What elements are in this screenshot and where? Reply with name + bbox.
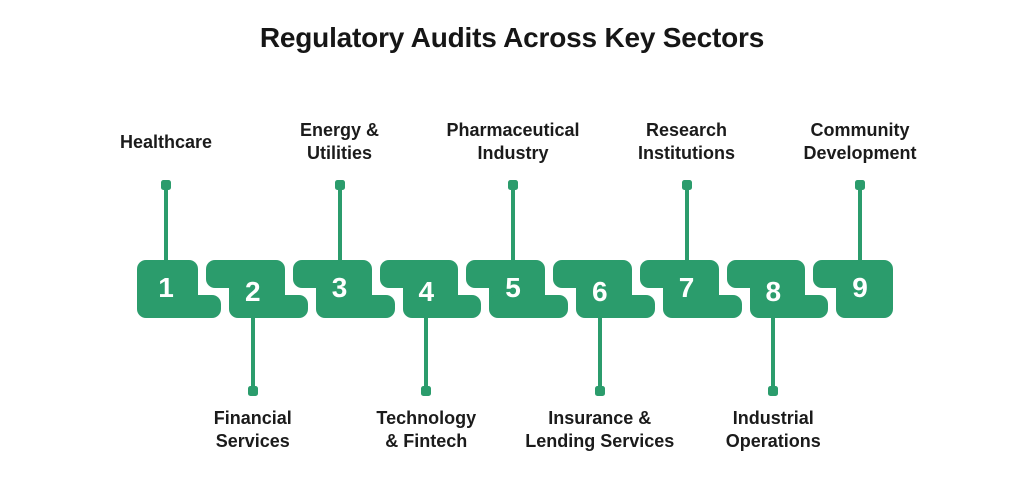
sector-1-number: 1 bbox=[158, 272, 174, 303]
sector-9-label-line: Development bbox=[803, 143, 917, 163]
sector-7-connector-line bbox=[684, 184, 689, 266]
sector-3-block-lower bbox=[315, 295, 395, 318]
sector-5-connector-line bbox=[511, 184, 515, 266]
sector-9-connector-endpoint bbox=[855, 180, 865, 190]
sector-7-label-line: Institutions bbox=[638, 143, 735, 163]
sector-1-block-lower bbox=[137, 295, 221, 318]
sector-4-block-lower bbox=[402, 295, 482, 318]
sector-9-block-lower bbox=[836, 295, 893, 318]
sector-4-label-line: & Fintech bbox=[385, 431, 468, 451]
sector-3-label: Energy & Utilities bbox=[235, 114, 445, 170]
sector-4-label-line: Technology bbox=[376, 408, 477, 428]
sector-6-label-line: Lending Services bbox=[525, 431, 675, 451]
sector-3-connector-line bbox=[337, 184, 342, 266]
sector-4-connector-line bbox=[424, 312, 429, 392]
sector-4-connector-endpoint bbox=[421, 386, 432, 396]
sector-8-connector-endpoint bbox=[768, 386, 779, 396]
diagram-title: Regulatory Audits Across Key Sectors bbox=[259, 22, 765, 53]
sector-6-label-line: Insurance & bbox=[548, 408, 652, 428]
sector-4-number: 4 bbox=[418, 276, 435, 307]
sector-2-connector-endpoint bbox=[247, 386, 258, 396]
sector-1-label-line: Healthcare bbox=[119, 131, 213, 152]
sector-8-label-line: Operations bbox=[725, 431, 821, 451]
sector-3-label-line: Utilities bbox=[306, 143, 372, 163]
sector-6-number: 6 bbox=[591, 276, 608, 307]
sector-8-block-lower bbox=[749, 295, 829, 318]
sector-7-label-line: Research bbox=[645, 120, 728, 140]
sector-8-number: 8 bbox=[765, 276, 782, 307]
sector-5-number: 5 bbox=[505, 272, 521, 303]
sector-5-label-line: Pharmaceutical bbox=[446, 120, 580, 140]
sector-1-connector-endpoint bbox=[161, 180, 171, 190]
sector-8-connector-line bbox=[771, 312, 776, 392]
sector-2-block-lower bbox=[229, 295, 308, 318]
sector-3-label-line: Energy & bbox=[299, 120, 380, 140]
sector-9-number: 9 bbox=[852, 272, 868, 303]
sector-3-number: 3 bbox=[331, 272, 348, 303]
sector-5-connector-endpoint bbox=[508, 180, 518, 190]
sector-9-connector-line bbox=[858, 184, 862, 266]
sector-5-block-lower bbox=[489, 295, 568, 318]
sector-6-label: Insurance & Lending Services bbox=[495, 402, 705, 458]
sector-6-block-lower bbox=[576, 295, 655, 318]
sector-6-connector-line bbox=[597, 312, 602, 392]
sector-2-label-line: Financial bbox=[213, 408, 292, 428]
sector-9-label-line: Community bbox=[810, 120, 910, 140]
sector-7-connector-endpoint bbox=[681, 180, 692, 190]
sector-2-number: 2 bbox=[244, 276, 261, 307]
sector-8-label-line: Industrial bbox=[732, 408, 814, 428]
sector-2-label-line: Services bbox=[215, 431, 290, 451]
sector-7-number: 7 bbox=[678, 272, 695, 303]
sector-1-label: Healthcare bbox=[61, 114, 271, 170]
sector-4-label: Technology & Fintech bbox=[321, 402, 531, 458]
sector-5-label-line: Industry bbox=[477, 143, 549, 163]
sector-2-connector-line bbox=[250, 312, 255, 392]
sector-3-connector-endpoint bbox=[334, 180, 345, 190]
sector-6-connector-endpoint bbox=[594, 386, 605, 396]
sector-1-connector-line bbox=[164, 184, 168, 266]
sector-7-block-lower bbox=[662, 295, 742, 318]
